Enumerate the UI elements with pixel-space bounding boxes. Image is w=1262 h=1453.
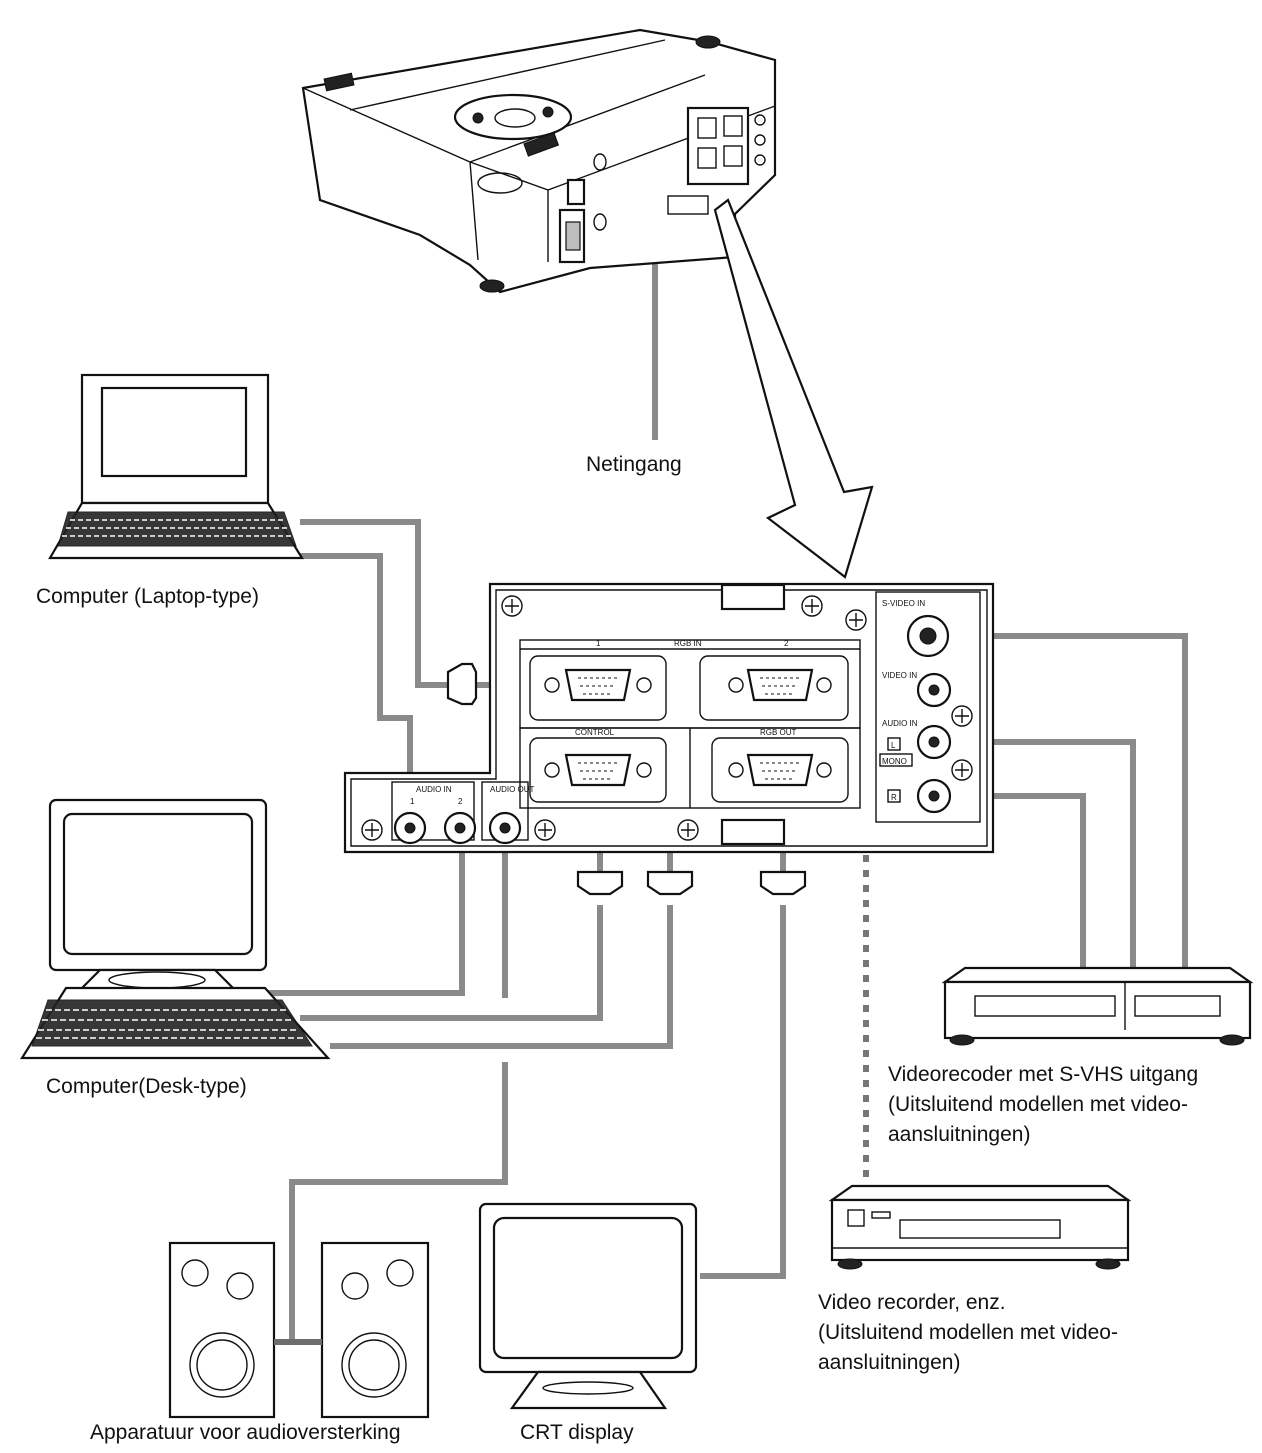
speaker-cable xyxy=(289,1062,508,1340)
audio-in-1-label: 1 xyxy=(410,797,415,806)
crt-monitor xyxy=(478,1202,698,1410)
svhs-vcr-label: Videorecoder met S-VHS uitgang (Uitsluit… xyxy=(888,1060,1198,1150)
desktop-audio-cable xyxy=(268,830,465,996)
video-in-label: VIDEO IN xyxy=(882,671,917,680)
vcr-label-line-2: (Uitsluitend modellen met video- xyxy=(818,1321,1118,1344)
audio-in-2-jack[interactable] xyxy=(443,811,477,845)
laptop-audio-cable xyxy=(300,553,413,828)
projector xyxy=(301,28,777,294)
audio-in-1-jack[interactable] xyxy=(393,811,427,845)
s-video-in-label: S-VIDEO IN xyxy=(882,599,925,608)
speakers-label: Apparatuur voor audioversterking xyxy=(90,1421,401,1444)
vcr-label: Video recorder, enz. (Uitsluitend modell… xyxy=(818,1288,1118,1378)
desktop-control-cable xyxy=(300,905,603,1021)
s-video-in-port[interactable] xyxy=(906,614,950,658)
audio-out-label: AUDIO OUT xyxy=(490,785,535,794)
rgb-in-1-port[interactable] xyxy=(529,655,667,721)
rgb-in-1-label: 1 xyxy=(596,639,601,648)
audio-in-label: AUDIO IN xyxy=(416,785,452,794)
svhs-vcr xyxy=(941,966,1254,1046)
rgb-out-port[interactable] xyxy=(711,737,849,803)
cable-plugs xyxy=(446,662,807,896)
desktop-rgb-cable xyxy=(330,905,673,1049)
desktop-label: Computer(Desk-type) xyxy=(46,1075,247,1098)
desktop-computer xyxy=(20,798,331,1060)
rgb-in-2-port[interactable] xyxy=(699,655,849,721)
svideo-cable xyxy=(965,633,1188,968)
mono-label: MONO xyxy=(882,757,907,766)
zoom-arrow xyxy=(713,198,874,579)
control-label: CONTROL xyxy=(575,728,615,737)
laptop-rgb-cable xyxy=(300,519,448,688)
connector-panel: 1 RGB IN 2 CONTROL RGB OUT xyxy=(343,582,995,854)
audio-l-cable xyxy=(945,739,1136,968)
video-in-jack[interactable] xyxy=(916,672,952,708)
mains-cable xyxy=(582,247,658,440)
left-label: L xyxy=(891,741,896,750)
audio-r-jack[interactable] xyxy=(916,778,952,814)
speakers xyxy=(168,1241,430,1419)
svhs-vcr-label-line-2: (Uitsluitend modellen met video- xyxy=(888,1093,1188,1116)
laptop-computer xyxy=(48,373,304,560)
vcr-label-line-1: Video recorder, enz. xyxy=(818,1291,1006,1314)
laptop-label: Computer (Laptop-type) xyxy=(36,585,259,608)
svhs-vcr-label-line-1: Videorecoder met S-VHS uitgang xyxy=(888,1063,1199,1086)
mains-label: Netingang xyxy=(586,453,682,476)
control-port[interactable] xyxy=(529,737,667,803)
vcr xyxy=(828,1184,1132,1270)
audio-out-jack[interactable] xyxy=(488,811,522,845)
right-label: R xyxy=(891,793,897,802)
audio-in-2-label: 2 xyxy=(458,797,463,806)
svhs-vcr-label-line-3: aansluitningen) xyxy=(888,1123,1031,1146)
crt-label: CRT display xyxy=(520,1421,634,1444)
lens-dial xyxy=(453,93,573,141)
vcr-label-line-3: aansluitningen) xyxy=(818,1351,961,1374)
audio-in-right-label: AUDIO IN xyxy=(882,719,918,728)
audio-l-jack[interactable] xyxy=(916,724,952,760)
rgb-out-cable xyxy=(700,905,786,1279)
rgb-in-2-label: 2 xyxy=(784,639,789,648)
rgb-in-label: RGB IN xyxy=(674,639,702,648)
rgb-out-label: RGB OUT xyxy=(760,728,797,737)
